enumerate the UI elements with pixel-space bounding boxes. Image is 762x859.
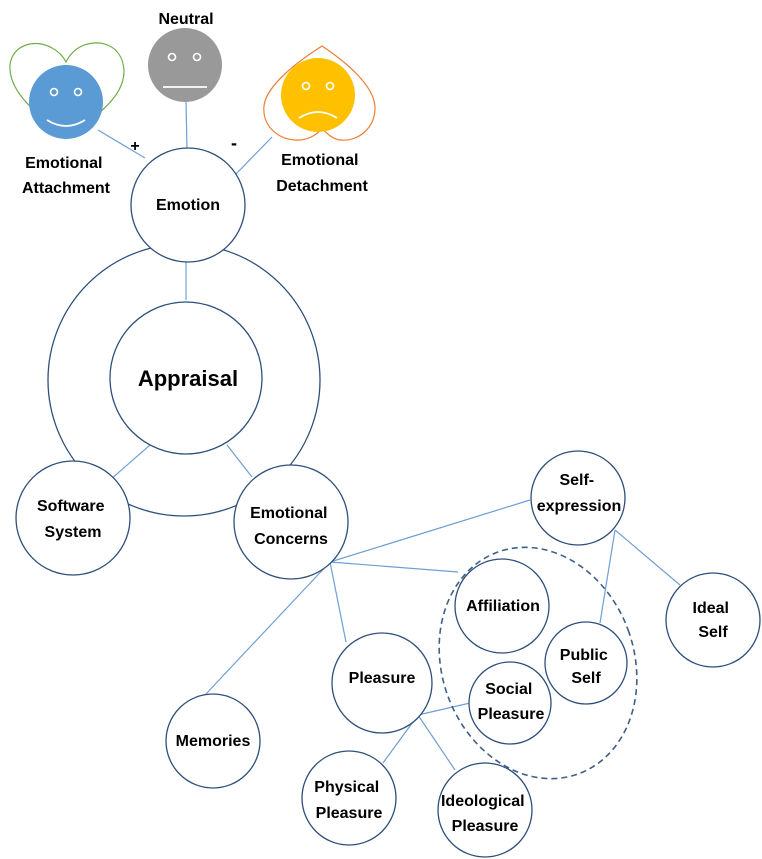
node-physical-pleasure: Physical Pleasure (301, 750, 397, 846)
edge-concerns-selfexpression (329, 499, 531, 563)
eye-left-icon (49, 87, 59, 97)
node-ideological-pleasure: Ideological Pleasure (437, 762, 533, 858)
node-pleasure: Pleasure (331, 632, 433, 734)
node-software-system-label: Software System (37, 498, 109, 541)
node-emotional-concerns-circle (233, 464, 349, 580)
node-memories-circle (165, 693, 261, 789)
neutral-label: Neutral (158, 11, 213, 28)
node-memories: Memories (165, 693, 261, 789)
node-ideological-pleasure-circle (437, 762, 533, 858)
eye-left-icon (301, 81, 311, 91)
eye-right-icon (325, 81, 335, 91)
node-affiliation-label: Affiliation (466, 598, 540, 615)
edge-concerns-affiliation (329, 561, 459, 573)
edge-selfexpression-idealself (614, 529, 681, 586)
edge-neutral-emotion (185, 99, 188, 151)
node-physical-pleasure-label: Physical Pleasure (314, 779, 383, 822)
node-emotion-label: Emotion (156, 197, 220, 214)
eye-right-icon (192, 52, 202, 62)
edge-pleasure-social (417, 702, 471, 716)
minus-sign: - (231, 133, 237, 153)
edge-detachment-emotion (234, 136, 273, 176)
node-software-system: Software System (15, 460, 131, 576)
plus-sign: + (130, 138, 139, 155)
node-public-self-label: Public Self (560, 647, 612, 687)
edge-attachment-emotion (97, 129, 146, 159)
detachment-label: Emotional Detachment (276, 152, 368, 195)
neutral-face-icon (148, 28, 222, 102)
node-appraisal-label: Appraisal (138, 366, 238, 391)
smile-icon (46, 119, 86, 127)
node-memories-label: Memories (176, 733, 251, 750)
frown-icon (298, 111, 338, 119)
node-emotion-circle (130, 147, 246, 263)
social-group-ellipse (438, 546, 638, 780)
edge-appraisal-concerns (226, 444, 253, 478)
node-physical-pleasure-circle (301, 750, 397, 846)
sad-face-icon (281, 58, 355, 132)
node-emotion: Emotion (130, 147, 246, 263)
edge-appraisal-software (109, 444, 151, 481)
happy-face-icon (29, 65, 103, 139)
face-attachment (9, 42, 125, 139)
attachment-label: Emotional Attachment (22, 155, 111, 197)
heart-outline-attachment (9, 42, 125, 136)
face-neutral (148, 28, 222, 102)
node-ideological-pleasure-label: Ideological Pleasure (441, 793, 529, 835)
node-emotional-concerns-label: Emotional Concerns (250, 505, 332, 548)
edges (97, 99, 681, 771)
node-social-pleasure-circle (468, 661, 552, 745)
node-public-self: Public Self (544, 621, 628, 705)
edge-concerns-memories (204, 561, 331, 696)
node-self-expression-circle (530, 450, 626, 546)
edge-concerns-pleasure (329, 561, 347, 643)
node-self-expression-label: Self- expression (537, 472, 621, 515)
node-appraisal-circle (109, 301, 263, 455)
node-software-system-circle (15, 460, 131, 576)
edge-selfexpression-publicself (599, 529, 616, 624)
node-pleasure-circle (331, 632, 433, 734)
node-ideal-self-circle (665, 572, 761, 668)
face-detachment (263, 45, 376, 141)
node-social-pleasure-label: Social Pleasure (478, 681, 545, 723)
node-social-pleasure: Social Pleasure (468, 661, 552, 745)
node-ideal-self: Ideal Self (665, 572, 761, 668)
node-self-expression: Self- expression (530, 450, 626, 546)
node-pleasure-label: Pleasure (349, 670, 416, 687)
node-appraisal: Appraisal (109, 301, 263, 455)
node-affiliation-circle (454, 558, 550, 654)
node-affiliation: Affiliation (454, 558, 550, 654)
eye-right-icon (73, 87, 83, 97)
node-emotional-concerns: Emotional Concerns (233, 464, 349, 580)
edge-pleasure-ideological (417, 714, 456, 771)
node-ideal-self-label: Ideal Self (693, 600, 734, 641)
node-public-self-circle (544, 621, 628, 705)
eye-left-icon (167, 52, 177, 62)
